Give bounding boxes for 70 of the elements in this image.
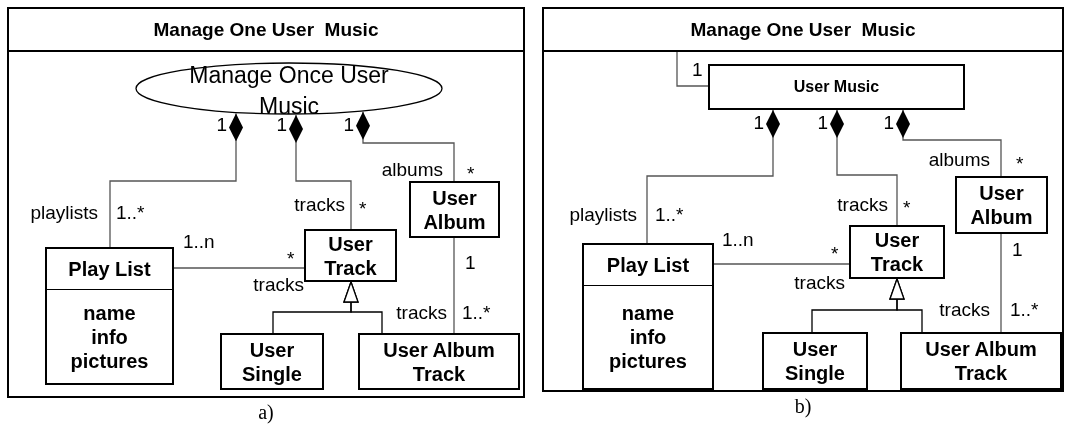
frame-title: Manage One User Music: [690, 18, 916, 41]
multiplicity-label: tracks: [294, 194, 345, 216]
multiplicity-label: *: [359, 198, 367, 220]
class-box: [762, 332, 868, 390]
composition-line: [109, 112, 243, 248]
class-box: [45, 247, 174, 385]
multiplicity-label: 1..*: [462, 302, 491, 324]
multiplicity-label: tracks: [794, 272, 845, 294]
composition-line: [356, 111, 455, 182]
class-name: User Album: [969, 181, 1034, 229]
multiplicity-label: 1: [692, 59, 703, 81]
composition-line: [646, 109, 780, 244]
multiplicity-label: *: [1016, 153, 1024, 175]
multiplicity-label: albums: [928, 149, 990, 171]
class-name: User Album Track: [924, 337, 1038, 385]
multiplicity-label: tracks: [253, 274, 304, 296]
multiplicity-label: 1..*: [655, 204, 684, 226]
association-line: [453, 237, 455, 334]
class-name: User Album Track: [382, 337, 496, 386]
class-box: [708, 64, 965, 110]
multiplicity-label: 1: [1012, 239, 1023, 261]
class-name: User Track: [869, 228, 925, 276]
multiplicity-label: tracks: [837, 194, 888, 216]
association-line: [1000, 233, 1002, 333]
multiplicity-label: 1: [753, 112, 764, 134]
figure-caption: a): [257, 400, 275, 424]
multiplicity-label: playlists: [30, 202, 98, 224]
multiplicity-label: 1..*: [116, 202, 145, 224]
multiplicity-label: tracks: [396, 302, 447, 324]
multiplicity-label: tracks: [939, 299, 990, 321]
multiplicity-label: *: [467, 163, 475, 185]
class-name: User Track: [323, 231, 378, 280]
class-name: User Music: [792, 77, 881, 97]
multiplicity-label: 1..*: [1010, 299, 1039, 321]
figure-caption: b): [793, 394, 813, 418]
multiplicity-label: playlists: [569, 204, 637, 226]
multiplicity-label: *: [831, 243, 839, 265]
class-name: Play List: [67, 257, 152, 282]
class-name: User Album: [422, 185, 487, 234]
multiplicity-label: *: [287, 248, 295, 270]
class-box: [900, 332, 1062, 390]
class-box: [358, 333, 520, 390]
class-name: User Single: [784, 337, 846, 385]
generalization-line: [343, 281, 383, 334]
multiplicity-label: *: [903, 197, 911, 219]
class-box: [220, 333, 324, 390]
class-box: [582, 243, 714, 390]
multiplicity-label: 1..n: [722, 229, 754, 251]
multiplicity-label: 1: [465, 252, 476, 274]
multiplicity-label: 1: [817, 112, 828, 134]
class-box: [849, 225, 945, 279]
association-line: [676, 49, 709, 87]
composition-line: [830, 109, 898, 226]
generalization-line: [889, 278, 923, 333]
association-line: [173, 267, 305, 269]
attribute-list: name info pictures: [70, 290, 149, 383]
composition-line: [289, 114, 352, 230]
multiplicity-label: albums: [381, 159, 443, 181]
frame-title: Manage One User Music: [153, 18, 379, 41]
composition-line: [896, 109, 1002, 177]
class-name: User Single: [241, 337, 303, 386]
multiplicity-label: 1: [883, 112, 894, 134]
class-box: [409, 181, 500, 238]
class-box: [955, 176, 1048, 234]
class-box: [304, 229, 397, 282]
class-name: Play List: [605, 253, 691, 278]
attribute-list: name info pictures: [609, 286, 687, 388]
association-line: [713, 263, 850, 265]
multiplicity-label: 1..n: [183, 231, 215, 253]
use-case-ellipse: [135, 62, 443, 115]
